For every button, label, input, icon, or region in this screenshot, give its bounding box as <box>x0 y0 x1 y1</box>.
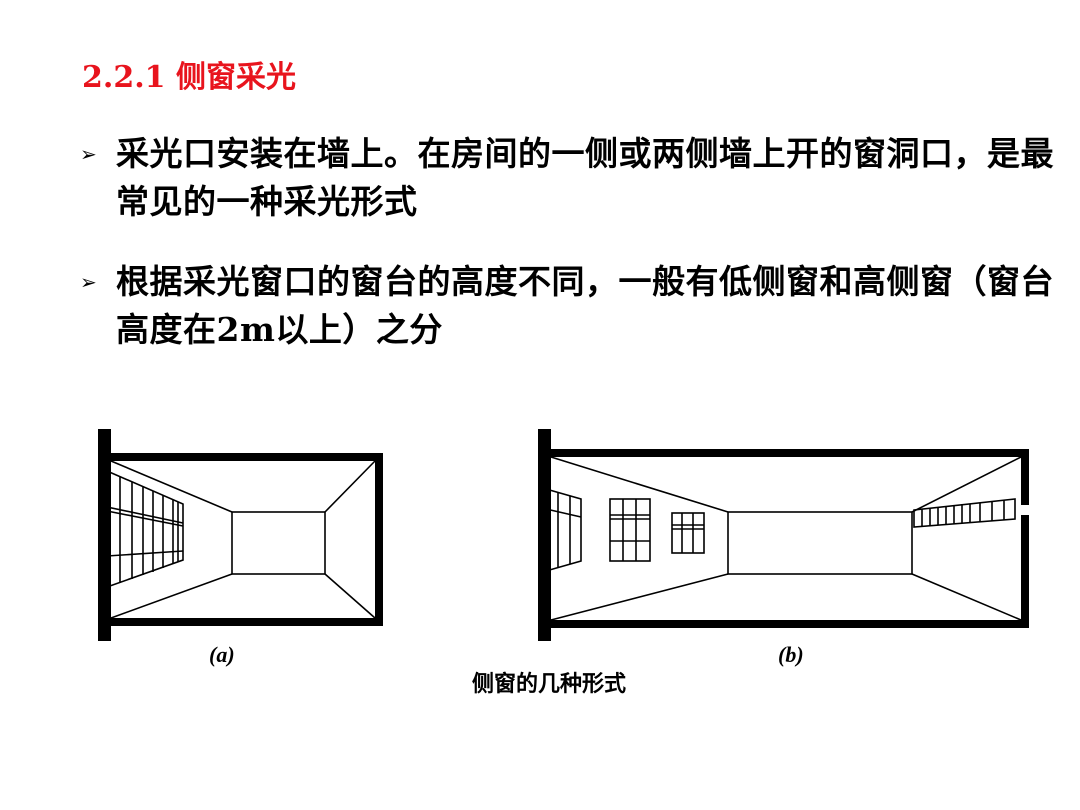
figure-label-b: (b) <box>778 642 804 667</box>
window-b-mid-1 <box>609 498 651 562</box>
diagram-b <box>538 429 1029 641</box>
window-a <box>106 469 184 589</box>
bullet-arrow-icon: ➢ <box>80 270 97 294</box>
side-window-figure <box>98 429 1029 641</box>
bullet-item: ➢ 根据采光窗口的窗台的高度不同，一般有低侧窗和高侧窗（窗台高度在2m以上）之分 <box>80 258 1055 354</box>
bullet-text: 采光口安装在墙上。在房间的一侧或两侧墙上开的窗洞口，是最常见的一种采光形式 <box>116 134 1054 221</box>
figure-caption-text: 侧窗的几种形式 <box>471 672 626 697</box>
figure-label-a: (a) <box>209 642 235 667</box>
wall-left-a <box>98 429 111 641</box>
bullet-item: ➢ 采光口安装在墙上。在房间的一侧或两侧墙上开的窗洞口，是最常见的一种采光形式 <box>80 130 1055 226</box>
window-b-mid-2 <box>671 512 705 554</box>
window-b-left <box>545 487 582 573</box>
diagram-a <box>98 429 383 641</box>
window-b-high <box>913 498 1016 528</box>
wall-left-b <box>538 429 551 641</box>
slide-title: 2.2.1 侧窗采光 <box>82 60 296 95</box>
figure-caption: 侧窗的几种形式 <box>0 666 1080 698</box>
bullet-arrow-icon: ➢ <box>80 142 97 166</box>
bullet-text: 根据采光窗口的窗台的高度不同，一般有低侧窗和高侧窗（窗台高度在2m以上）之分 <box>116 262 1054 349</box>
